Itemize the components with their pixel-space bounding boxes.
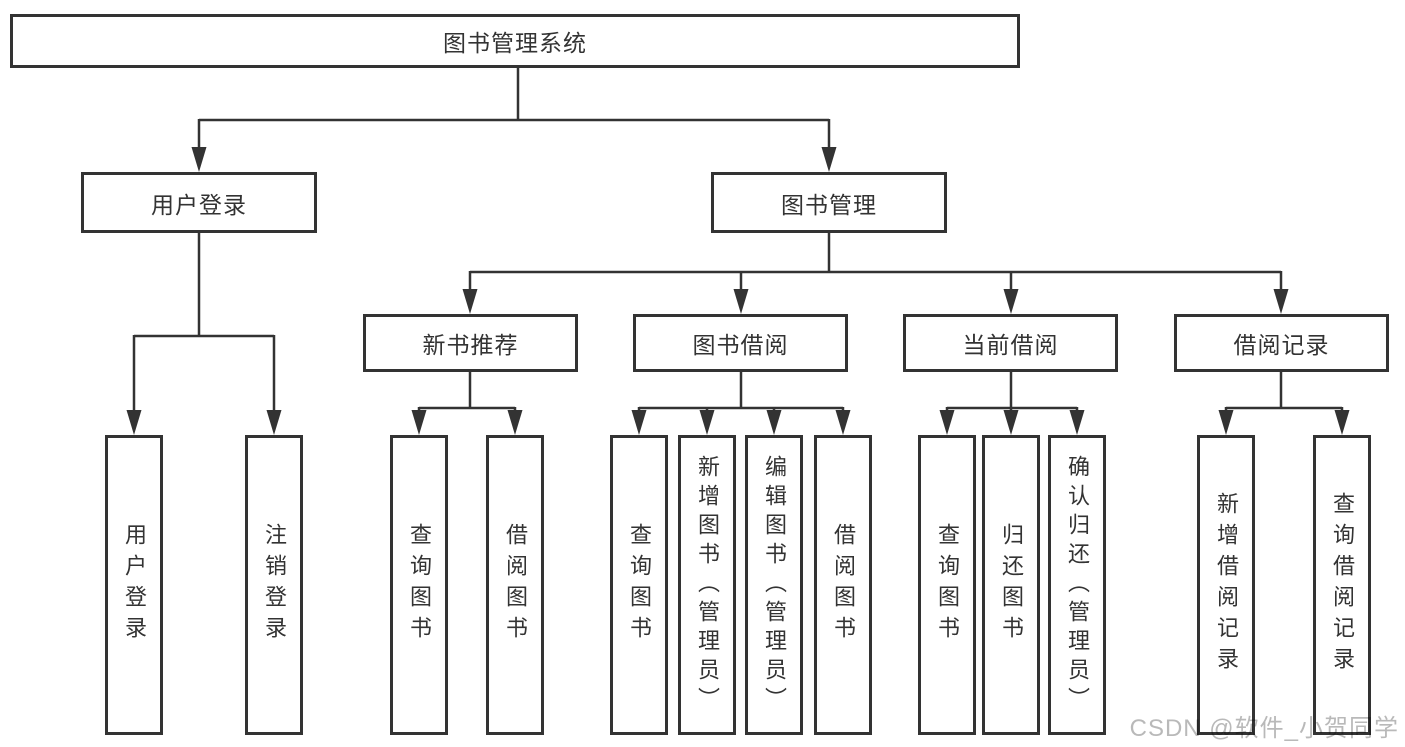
leaf-label: 归还图书 — [999, 523, 1024, 647]
leaf-label: 查询图书 — [407, 523, 432, 647]
leaf-label: 新增借阅记录 — [1214, 492, 1239, 678]
leaf-label: 查询图书 — [627, 523, 652, 647]
node-borrow-records: 借阅记录 — [1174, 314, 1389, 372]
node-label: 图书借阅 — [692, 332, 789, 358]
leaf-logout: 注销登录 — [245, 435, 303, 735]
leaf-label: 查询图书 — [935, 523, 960, 647]
leaf-label: 确认归还（管理员） — [1065, 454, 1090, 716]
leaf-add-borrow-record: 新增借阅记录 — [1197, 435, 1255, 735]
leaf-label: 借阅图书 — [503, 523, 528, 647]
node-label: 当前借阅 — [962, 332, 1059, 358]
leaf-label: 用户登录 — [122, 523, 147, 647]
leaf-return-books: 归还图书 — [982, 435, 1040, 735]
node-label: 用户登录 — [151, 191, 247, 218]
leaf-query-books-current: 查询图书 — [918, 435, 976, 735]
leaf-query-borrow-record: 查询借阅记录 — [1313, 435, 1371, 735]
node-current-borrow: 当前借阅 — [903, 314, 1118, 372]
leaf-label: 查询借阅记录 — [1330, 492, 1355, 678]
csdn-watermark: CSDN @软件_小贺同学 — [1129, 715, 1399, 742]
leaf-query-books-borrow: 查询图书 — [610, 435, 668, 735]
node-new-book-recommend: 新书推荐 — [363, 314, 578, 372]
node-label: 图书管理系统 — [443, 30, 587, 56]
node-book-management: 图书管理 — [711, 172, 947, 233]
leaf-user-login: 用户登录 — [105, 435, 163, 735]
node-user-login: 用户登录 — [81, 172, 317, 233]
leaf-label: 注销登录 — [262, 523, 287, 647]
leaf-confirm-return-admin: 确认归还（管理员） — [1048, 435, 1106, 735]
node-label: 新书推荐 — [422, 332, 519, 358]
arrowhead-icons — [126, 147, 1350, 435]
leaf-label: 编辑图书（管理员） — [762, 454, 787, 716]
node-label: 图书管理 — [781, 191, 877, 218]
node-book-borrow: 图书借阅 — [633, 314, 848, 372]
leaf-borrow-books: 借阅图书 — [814, 435, 872, 735]
leaf-label: 借阅图书 — [831, 523, 856, 647]
leaf-add-books-admin: 新增图书（管理员） — [678, 435, 736, 735]
node-root: 图书管理系统 — [10, 14, 1020, 68]
node-label: 借阅记录 — [1233, 332, 1330, 358]
leaf-edit-books-admin: 编辑图书（管理员） — [745, 435, 803, 735]
leaf-borrow-books-recommend: 借阅图书 — [486, 435, 544, 735]
leaf-query-books-recommend: 查询图书 — [390, 435, 448, 735]
leaf-label: 新增图书（管理员） — [695, 454, 720, 716]
